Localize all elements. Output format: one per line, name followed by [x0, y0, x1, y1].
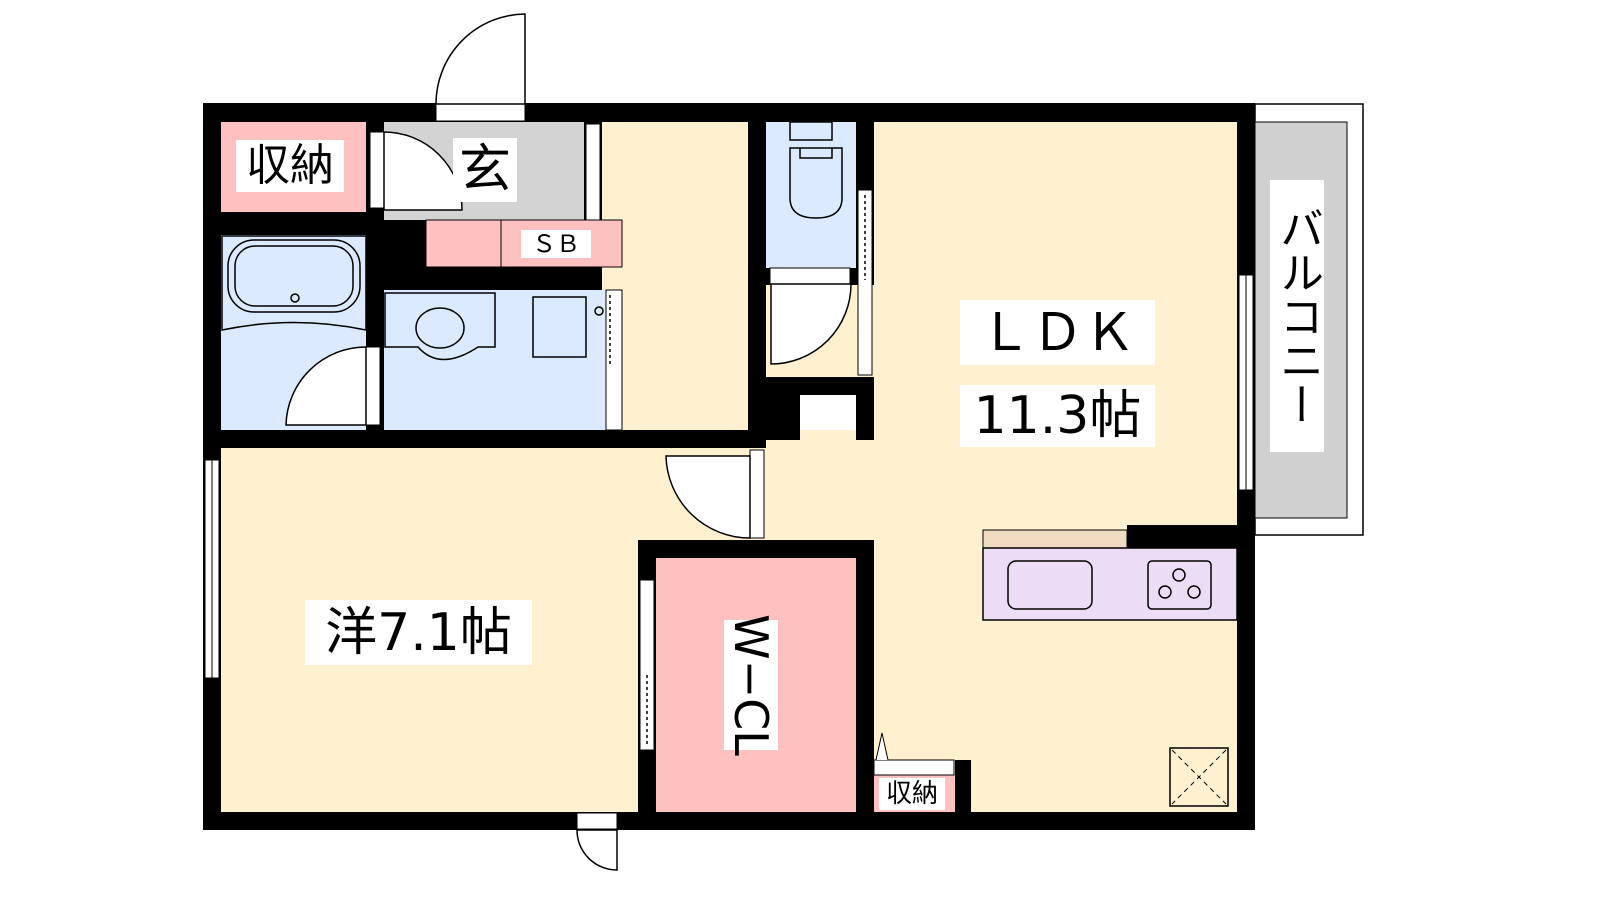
genkan-step — [585, 123, 601, 223]
kitchen-counter — [982, 547, 1238, 621]
toilet-door — [770, 283, 852, 365]
ldk-floor-4 — [800, 430, 856, 448]
label-storage-small: 収納 — [879, 778, 945, 810]
ldk-floor — [874, 122, 1237, 812]
entrance-door — [435, 13, 526, 105]
label-balcony: バルコニー — [1270, 180, 1324, 452]
bedroom-door — [665, 455, 751, 539]
entrance-door-frame — [435, 103, 526, 122]
label-western-room: 洋7.1帖 — [305, 600, 532, 665]
kitchen-counter-back — [982, 529, 1128, 549]
hall-floor — [602, 122, 748, 430]
bedroom-floor-2 — [221, 540, 638, 812]
label-walk-in-closet: W−CL — [724, 614, 778, 756]
washroom-sliding-door — [605, 289, 623, 431]
bottom-door — [576, 829, 618, 871]
label-genkan: 玄 — [453, 138, 517, 202]
toilet-sliding-strip — [857, 189, 873, 376]
stove-icon — [1147, 560, 1212, 610]
wcl-sliding-door — [639, 579, 655, 751]
toilet-tank-icon — [789, 121, 833, 141]
refrigerator-space — [1169, 747, 1229, 807]
ldk-floor-3 — [766, 440, 874, 540]
label-storage-entry: 収納 — [236, 140, 344, 192]
bath-door — [285, 346, 367, 426]
bath-door-frame — [365, 346, 381, 426]
label-shoebox: ＳＢ — [521, 230, 591, 258]
genkan-inner-door — [383, 131, 463, 211]
label-ldk-size: 11.3帖 — [960, 385, 1155, 447]
toilet-bowl-icon — [789, 147, 843, 219]
sink-icon — [1007, 560, 1093, 610]
washing-machine-icon — [532, 296, 587, 358]
genkan-door-frame — [369, 131, 385, 209]
label-ldk: ＬＤＫ — [960, 300, 1155, 365]
